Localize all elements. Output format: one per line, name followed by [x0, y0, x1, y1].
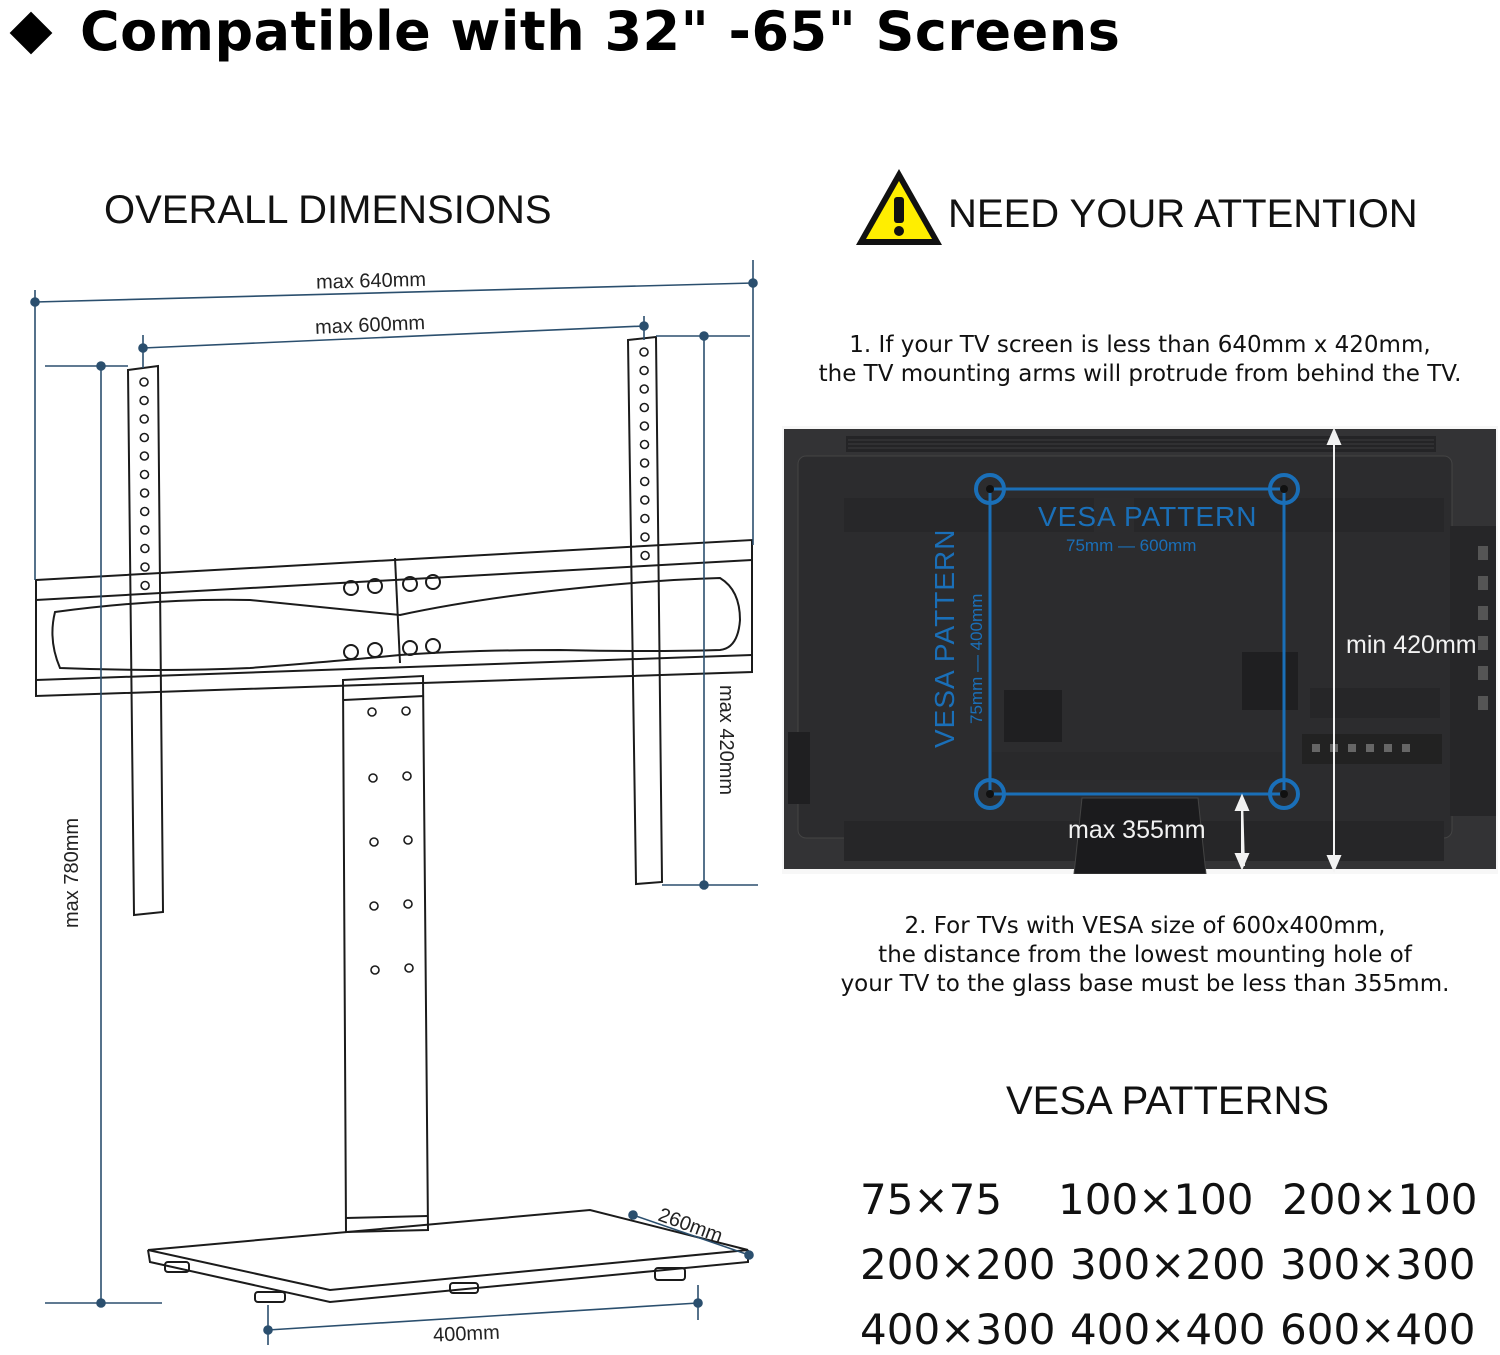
arm-hole: [639, 439, 650, 450]
vesa-horizontal-range: 75mm — 600mm: [1066, 536, 1196, 555]
arm-holes: [139, 347, 650, 591]
arm-hole: [639, 476, 650, 487]
arm-hole: [639, 365, 649, 376]
vesa-pattern-item: 600×400: [1280, 1305, 1476, 1354]
tv-back-illustration: VESA PATTERN 75mm — 600mm VESA PATTERN 7…: [782, 426, 1498, 874]
arm-hole: [640, 550, 650, 561]
support-column: [341, 674, 430, 1234]
attention-note-1: 1. If your TV screen is less than 640mm …: [790, 331, 1490, 389]
arm-hole: [639, 402, 650, 413]
arm-hole: [640, 532, 650, 542]
note-2-line-1: 2. For TVs with VESA size of 600x400mm,: [904, 913, 1386, 939]
arm-hole: [139, 451, 150, 461]
attention-note-2: 2. For TVs with VESA size of 600x400mm, …: [790, 912, 1500, 999]
vesa-pattern-item: 200×200: [860, 1240, 1056, 1289]
vesa-pattern-item: 100×100: [1058, 1175, 1254, 1224]
stand-dimension-diagram: max 640mm max 600mm max 420mm max 780mm …: [30, 260, 758, 1347]
arm-hole: [639, 347, 649, 357]
label-max-600mm: max 600mm: [315, 312, 426, 339]
headline-title: Compatible with 32" -65" Screens: [80, 0, 1121, 63]
arm-hole: [140, 525, 150, 535]
note-2-line-2: the distance from the lowest mounting ho…: [878, 942, 1412, 968]
headline: Compatible with 32" -65" Screens: [0, 0, 1120, 75]
arm-hole: [140, 580, 150, 591]
vesa-horizontal-label: VESA PATTERN: [1038, 501, 1257, 532]
arm-hole: [139, 488, 150, 498]
arm-hole: [139, 377, 149, 387]
min-420mm-label: min 420mm: [1346, 631, 1477, 659]
label-max-420mm: max 420mm: [715, 685, 737, 795]
note-2-line-3: your TV to the glass base must be less t…: [840, 971, 1450, 997]
label-400mm: 400mm: [433, 1322, 501, 1347]
arm-hole: [639, 458, 650, 468]
note-1-line-1: 1. If your TV screen is less than 640mm …: [849, 332, 1431, 358]
arm-hole: [139, 469, 150, 480]
arm-hole: [140, 562, 150, 572]
arm-hole: [139, 414, 149, 424]
right-mounting-arm: [626, 335, 664, 886]
warning-triangle-icon: [856, 169, 942, 245]
vesa-pattern-item: 75×75: [860, 1175, 1003, 1224]
vesa-pattern-item: 300×200: [1070, 1240, 1266, 1289]
label-max-780mm: max 780mm: [61, 818, 83, 928]
arm-hole: [639, 495, 650, 505]
arm-hole: [139, 506, 150, 517]
label-max-640mm: max 640mm: [316, 269, 427, 294]
left-mounting-arm: [126, 364, 165, 917]
arm-hole: [139, 432, 150, 443]
vesa-vertical-label: VESA PATTERN: [929, 529, 960, 748]
vesa-vertical-range: 75mm — 400mm: [967, 594, 986, 724]
vesa-pattern-item: 400×400: [1070, 1305, 1266, 1354]
vesa-pattern-item: 200×100: [1282, 1175, 1478, 1224]
note-1-line-2: the TV mounting arms will protrude from …: [818, 361, 1462, 387]
arm-hole: [639, 384, 650, 394]
crossbar: [35, 538, 753, 698]
overall-dimensions-heading: OVERALL DIMENSIONS: [104, 188, 552, 232]
arm-hole: [640, 513, 650, 524]
vesa-pattern-item: 300×300: [1280, 1240, 1476, 1289]
arm-hole: [139, 395, 149, 406]
vesa-pattern-item: 400×300: [860, 1305, 1056, 1354]
max-355mm-label: max 355mm: [1068, 816, 1206, 844]
vesa-patterns-heading: VESA PATTERNS: [1006, 1079, 1330, 1123]
arm-hole: [140, 543, 150, 554]
attention-heading: NEED YOUR ATTENTION: [948, 192, 1418, 236]
arm-hole: [639, 421, 650, 431]
